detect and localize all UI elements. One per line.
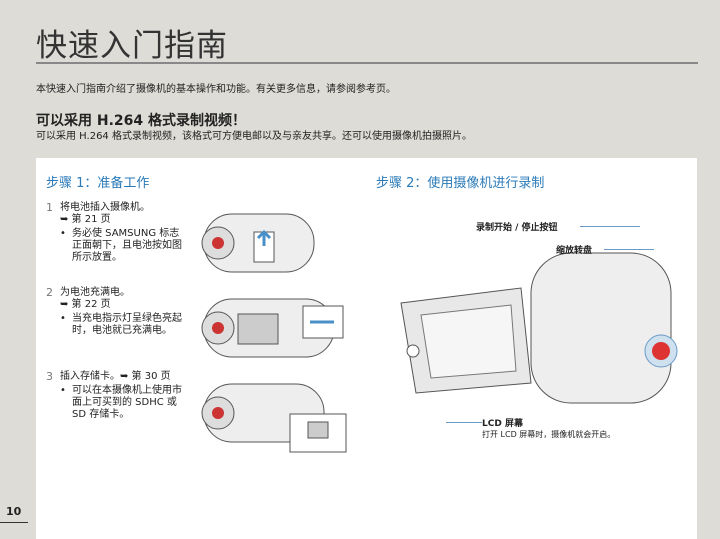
item-text: 插入存储卡。➥ 第 30 页 (60, 371, 171, 382)
item-text: 将电池插入摄像机。 (60, 202, 150, 213)
item-bullet: 可以在本摄像机上使用市面上可买到的 SDHC 或 SD 存储卡。 (60, 385, 187, 421)
item-number: 1 (46, 201, 53, 214)
title-divider (36, 62, 698, 64)
step1-title: 步骤 1：准备工作 (46, 176, 150, 191)
steps-panel: 步骤 1：准备工作 步骤 2：使用摄像机进行录制 1 将电池插入摄像机。➥ 第 … (36, 158, 697, 539)
battery-charge-illustration (201, 298, 344, 358)
lcd-label: LCD 屏幕 (482, 419, 523, 429)
camcorder-illustrations (201, 213, 347, 453)
lcd-button-icon (406, 344, 420, 358)
page-title: 快速入门指南 (36, 28, 228, 64)
item-bullet: 务必使 SAMSUNG 标志正面朝下，且电池按如图所示放置。 (60, 228, 187, 264)
page-ref: ➥ 第 22 页 (60, 299, 111, 310)
record-button-icon (652, 342, 670, 360)
zoom-dial-label: 缩放转盘 (556, 246, 593, 256)
page-number-rule (0, 522, 28, 523)
memory-card-illustration (201, 383, 347, 453)
camcorder-lcd-illustration (400, 252, 678, 404)
item-number: 2 (46, 286, 53, 299)
page-number: 10 (6, 505, 22, 518)
step2-title: 步骤 2：使用摄像机进行录制 (376, 176, 545, 191)
section-subtext: 可以采用 H.264 格式录制视频，该格式可方便电邮以及与亲友共享。还可以使用摄… (36, 131, 472, 142)
section-heading: 可以采用 H.264 格式录制视频！ (36, 113, 247, 129)
record-button-label: 录制开始 / 停止按钮 (476, 223, 558, 233)
item-number: 3 (46, 370, 53, 383)
lcd-description: 打开 LCD 屏幕时，摄像机就会开启。 (482, 430, 616, 439)
item-text: 为电池充满电。 (60, 287, 130, 298)
item-bullet: 当充电指示灯呈绿色亮起时，电池就已充满电。 (60, 313, 187, 337)
intro-text: 本快速入门指南介绍了摄像机的基本操作和功能。有关更多信息，请参阅参考页。 (36, 84, 396, 95)
battery-insert-illustration (201, 213, 315, 273)
page-ref: ➥ 第 21 页 (60, 214, 111, 225)
